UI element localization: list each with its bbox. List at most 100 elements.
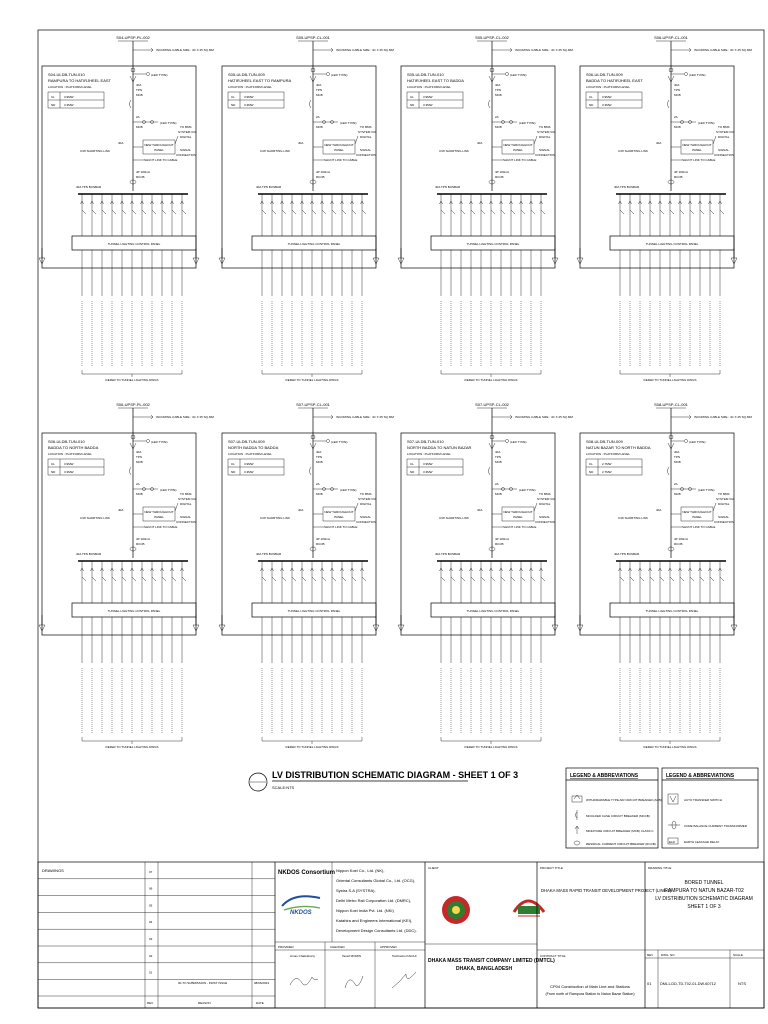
approved-header: APPROVED — [380, 945, 398, 949]
rating-label: MCB — [316, 460, 323, 464]
db-label: S05-ULDB-TUN-009 — [228, 72, 265, 77]
led-label: (LED TYPE) — [151, 440, 167, 444]
busbar-label: 40A TPN BUSBAR — [614, 552, 640, 556]
incoming-cable-label: INCOMING CABLE SIZE : 4C X 25 SQ.MM — [515, 48, 573, 52]
cl-value: 2.7MW — [602, 462, 612, 466]
route-label: BADDA TO HATIRJHEEL EAST — [586, 78, 643, 83]
rating-label: MCB — [674, 125, 681, 129]
bangladesh-emblem-icon — [442, 896, 470, 924]
bms-label: SYSTEM VIA — [358, 130, 376, 134]
led-label: (LED TYPE) — [698, 121, 714, 125]
consortium-members: Nippon Koei Co., Ltd. (NK),Oriental Cons… — [336, 868, 417, 933]
led-label: (LED TYPE) — [331, 440, 347, 444]
rating-label: 40A — [118, 508, 123, 512]
location-label: LOCATION : PLATFORM LEVEL — [407, 452, 451, 456]
incoming-cable-label: INCOMING CABLE SIZE : 4C X 25 SQ.MM — [694, 48, 752, 52]
cl-label: CL — [51, 462, 55, 466]
bms-label: SYSTEM VIA — [178, 497, 196, 501]
db-label: S07-ULDB-TUN-009 — [228, 439, 265, 444]
rev-number: 06 — [149, 887, 153, 891]
bms-label: TO BMS — [539, 125, 550, 129]
legend-right-heading: LEGEND & ABBREVIATIONS — [666, 773, 735, 779]
control-panel-label: TUNNEL LIGHTING CONTROL PANEL — [646, 242, 699, 246]
led-label: (LED TYPE) — [519, 488, 535, 492]
rccb-label: RCCB — [674, 542, 683, 546]
date-header: DATE — [256, 1001, 264, 1005]
cl-label: CL — [589, 462, 593, 466]
rccb-label: RCCB — [136, 175, 145, 179]
refer-label: REFER TO TUNNEL LIGHTING DWGS — [644, 378, 697, 382]
nkdos-logo-icon: NKDOS — [281, 895, 321, 916]
legend-right: LEGEND & ABBREVIATIONS AUTO TRANSFER SWI… — [661, 767, 759, 849]
client-name: DHAKA MASS TRANSIT COMPANY LIMITED (DMTC… — [428, 958, 555, 964]
elr-label: ELR — [669, 840, 676, 844]
bms-label: TO BMS — [360, 125, 371, 129]
rating-label: 2A — [316, 115, 320, 119]
legend-left-item: RESIDUAL CURRENT CIRCUIT BREAKER (RCCB) — [586, 842, 656, 846]
location-label: LOCATION : PLATFORM LEVEL — [48, 85, 92, 89]
bms-label: TO BMS — [180, 492, 191, 496]
rating-label: 2A — [674, 482, 678, 486]
rating-label: 40A — [136, 450, 141, 454]
acb-icon — [571, 794, 583, 803]
led-label: (LED TYPE) — [510, 73, 526, 77]
bms-label: DIGITAL — [180, 135, 192, 139]
rating-label: 2A — [674, 115, 678, 119]
rating-label: 2A — [136, 482, 140, 486]
rating-label: MCB — [316, 93, 323, 97]
rating-label: TPN — [316, 88, 322, 92]
rev-value: 01 — [647, 981, 652, 986]
project-title: DHAKA MASS RAPID TRANSIT DEVELOPMENT PRO… — [541, 888, 672, 893]
scale-value: NTS — [738, 981, 746, 986]
bms-label: SYSTEM VIA — [178, 130, 196, 134]
rating-label: 40A — [477, 141, 482, 145]
bms-label: SYSTEM VIA — [716, 130, 734, 134]
route-label: NORTH BADDA TO BADDA — [228, 445, 279, 450]
cl-value: 3.9MW — [244, 95, 254, 99]
rev1-reason: 00-TO SUBMISSION - FIRST ISSUE — [178, 981, 227, 985]
shunt-label: SHUNT LINK TO CABLE — [144, 158, 177, 162]
refer-label: REFER TO TUNNEL LIGHTING DWGS — [465, 745, 518, 749]
rating-label: 40A — [656, 141, 661, 145]
cbct-icon — [668, 820, 680, 830]
drawings-label: DRAWINGS — [42, 868, 64, 873]
throughout-panel-label: NEW THROUGHOUT — [503, 510, 532, 514]
throughout-panel-label: NEW THROUGHOUT — [503, 143, 532, 147]
led-label: (LED TYPE) — [340, 488, 356, 492]
bms-label: CONNECTION — [176, 153, 196, 157]
legend-right-item: AUTO TRANSFER SWITCH — [684, 798, 722, 802]
route-label: HATIRJHEEL EAST TO BADDA — [407, 78, 464, 83]
bms-label: CONNECTION — [714, 520, 734, 524]
client-header: CLIENT — [428, 866, 439, 870]
throughout-panel-label: PANEL — [692, 148, 702, 152]
control-panel-label: TUNNEL LIGHTING CONTROL PANEL — [288, 609, 341, 613]
drawing-line-4: SHEET 1 OF 3 — [687, 904, 720, 910]
control-panel-label: TUNNEL LIGHTING CONTROL PANEL — [288, 242, 341, 246]
bms-label: SIGNAL — [539, 515, 550, 519]
nd-value: 3.3MW — [602, 103, 612, 107]
refer-label: REFER TO TUNNEL LIGHTING DWGS — [465, 378, 518, 382]
throughout-panel-label: NEW THROUGHOUT — [682, 143, 711, 147]
cl-label: CL — [589, 95, 593, 99]
sheet-title: LV DISTRIBUTION SCHEMATIC DIAGRAM - SHEE… — [272, 770, 518, 780]
rating-label: MCB — [674, 93, 681, 97]
consortium-member: Delhi Metro Rail Corporation Ltd. (DMRC)… — [336, 898, 411, 903]
throughout-panel-label: PANEL — [513, 148, 523, 152]
refer-label: REFER TO TUNNEL LIGHTING DWGS — [644, 745, 697, 749]
location-label: LOCATION : PLATFORM LEVEL — [407, 85, 451, 89]
busbar-label: 40A TPN BUSBAR — [76, 185, 102, 189]
legend-left-heading: LEGEND & ABBREVIATIONS — [570, 773, 639, 779]
rating-label: MCB — [674, 492, 681, 496]
shorting-link-label: C/W SHORTING LINK — [260, 149, 290, 153]
throughout-panel-label: NEW THROUGHOUT — [324, 510, 353, 514]
rev-header: REV — [147, 1001, 153, 1005]
route-label: NORTH BADDA TO NATUN BAZAR — [407, 445, 471, 450]
busbar-label: 40A TPN BUSBAR — [256, 552, 282, 556]
rccb-label: RCCB — [136, 542, 145, 546]
rating-label: MCB — [674, 460, 681, 464]
busbar-label: 40A TPN BUSBAR — [76, 552, 102, 556]
cl-value: 3.9MW — [602, 95, 612, 99]
